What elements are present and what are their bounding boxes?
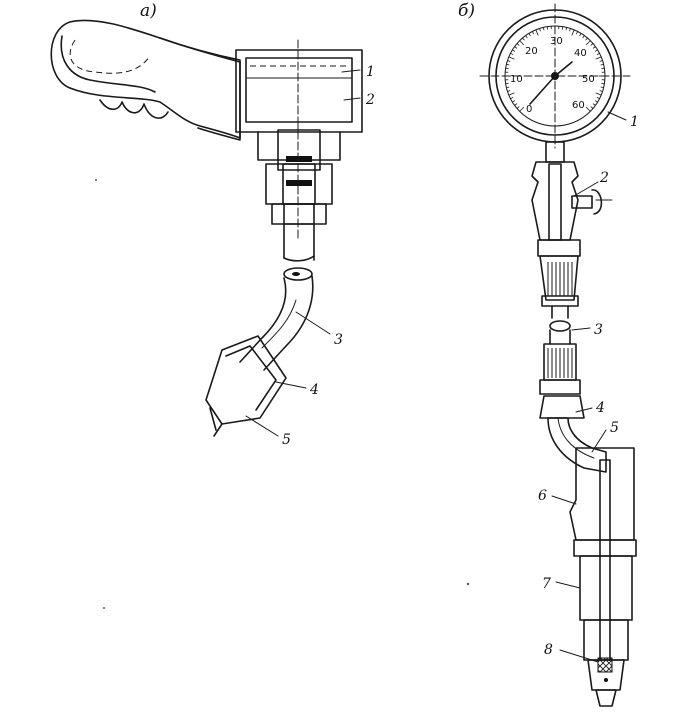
dial-tick <box>585 37 588 41</box>
dial-tick <box>507 60 511 62</box>
dial-tick <box>599 90 603 92</box>
dial-tick <box>510 52 514 56</box>
dial-tick <box>535 29 539 36</box>
dial-tick <box>565 27 568 31</box>
dial-tick <box>514 46 518 49</box>
dial-tick <box>596 96 600 100</box>
dial-10: 10 <box>510 74 523 85</box>
dial-50: 50 <box>582 74 595 85</box>
dial-60: 60 <box>572 100 585 111</box>
label-b-2: 2 <box>599 170 609 186</box>
hose-upper-a <box>283 223 315 262</box>
dial-tick <box>516 106 520 109</box>
panel-a-caption: a) <box>140 1 157 21</box>
injector-body <box>569 447 637 707</box>
dial-tick <box>571 29 575 36</box>
dial-tick <box>506 63 510 66</box>
label-a-2: 2 <box>365 92 375 108</box>
dial-tick <box>510 96 514 100</box>
dial-tick <box>600 63 604 66</box>
dial-tick <box>512 49 516 52</box>
dial-tick <box>599 60 603 62</box>
label-a-5: 5 <box>282 432 291 448</box>
label-b-7: 7 <box>542 576 551 592</box>
dial-tick <box>596 52 600 56</box>
dial-tick <box>595 92 602 96</box>
hose-lower-a <box>239 267 314 371</box>
dial-tick <box>594 49 598 52</box>
pressure-gauge-dial: 0 10 20 30 40 50 60 <box>479 3 631 149</box>
labels-a: 1 2 3 4 5 <box>245 64 375 448</box>
fitting-body-a <box>265 119 333 241</box>
dial-tick <box>575 31 579 35</box>
dial-tick <box>595 56 602 60</box>
dial-40: 40 <box>574 48 587 59</box>
dial-tick <box>592 103 596 106</box>
union-nut-b <box>539 395 607 473</box>
dial-tick <box>522 37 525 41</box>
dial-tick <box>594 100 598 103</box>
label-a-4: 4 <box>309 382 319 398</box>
dial-tick <box>528 33 531 37</box>
dial-tick <box>507 90 511 92</box>
label-b-6: 6 <box>538 488 547 504</box>
gauge-tee-fitting <box>531 141 613 241</box>
dial-tick <box>508 92 515 96</box>
dial-tick <box>516 43 520 46</box>
label-b-3: 3 <box>594 322 603 338</box>
label-b-4: 4 <box>595 400 605 416</box>
dial-tick <box>519 106 525 112</box>
dial-tick <box>590 43 594 46</box>
speck <box>466 582 470 586</box>
label-b-1: 1 <box>630 114 639 130</box>
dial-30: 30 <box>550 36 563 47</box>
dial-tick <box>519 40 525 46</box>
dial-tick <box>569 28 571 32</box>
dial-tick <box>585 40 591 46</box>
dial-0: 0 <box>526 104 532 115</box>
dial-20: 20 <box>525 46 538 57</box>
dial-tick <box>506 86 510 89</box>
dial-tick <box>590 106 594 109</box>
labels-b: 1 2 3 4 5 6 7 8 <box>538 111 639 663</box>
label-a-3: 3 <box>334 332 343 348</box>
dial-tick <box>512 100 516 103</box>
union-nut-a <box>205 335 287 437</box>
speck <box>95 179 97 181</box>
dial-tick <box>525 35 528 39</box>
dial-tick <box>531 31 535 35</box>
speck <box>103 607 105 609</box>
label-b-8: 8 <box>544 642 553 658</box>
gauge-needle <box>529 75 556 105</box>
dial-tick <box>582 35 585 39</box>
gauge-housing-a <box>235 39 363 161</box>
dial-tick <box>539 28 541 32</box>
dial-tick <box>508 56 515 60</box>
hose-b <box>537 239 581 395</box>
dial-tick <box>542 27 545 31</box>
dial-tick <box>579 33 582 37</box>
pistol-grip-handle <box>50 19 241 141</box>
label-b-5: 5 <box>610 420 619 436</box>
dial-tick <box>514 103 518 106</box>
label-a-1: 1 <box>366 64 375 80</box>
dial-tick <box>600 86 604 89</box>
dial-tick <box>585 106 591 112</box>
panel-b-caption: б) <box>458 1 475 21</box>
dial-tick <box>592 46 596 49</box>
